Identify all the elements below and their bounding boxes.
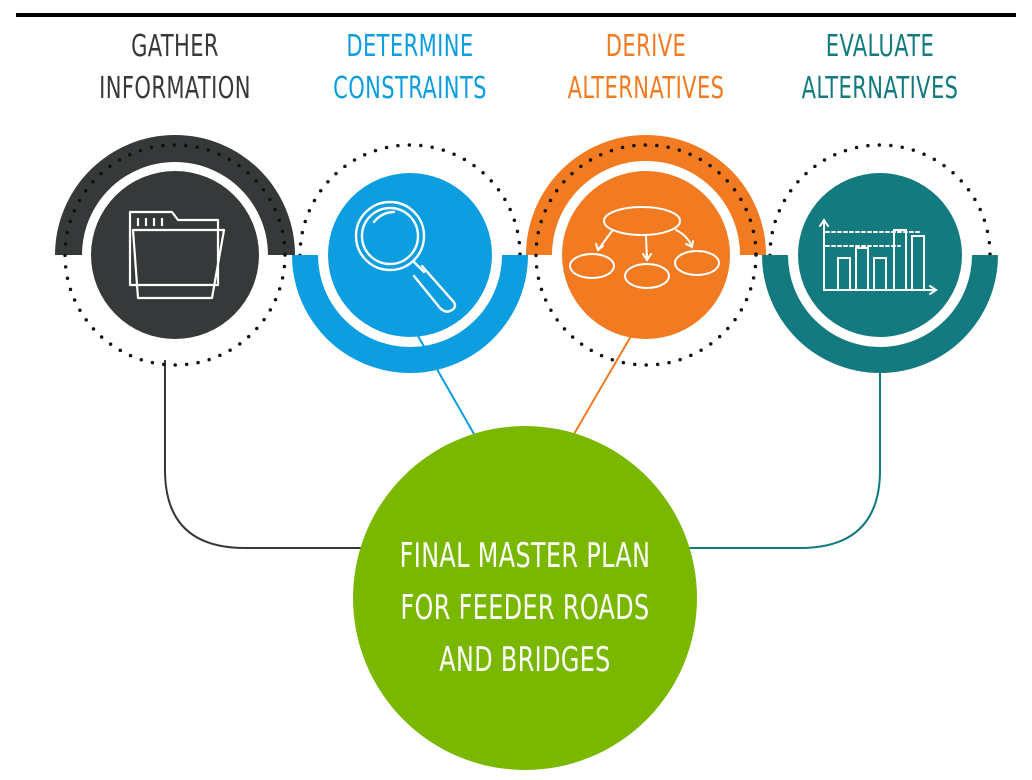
step-title-line1: EVALUATE xyxy=(825,29,935,64)
step-title-line2: INFORMATION xyxy=(99,71,251,106)
step-title-line2: ALTERNATIVES xyxy=(801,71,959,106)
connector-derive xyxy=(573,335,632,435)
derive-dotted-ring xyxy=(534,143,758,367)
final-text: FINAL MASTER PLAN FOR FEEDER ROADS AND B… xyxy=(385,530,666,686)
step-title-evaluate: EVALUATE ALTERNATIVES xyxy=(786,26,973,110)
step-title-line1: GATHER xyxy=(131,29,219,64)
constraints-arc xyxy=(292,255,528,373)
step-title-line2: ALTERNATIVES xyxy=(567,71,725,106)
step-title-line2: CONSTRAINTS xyxy=(333,71,487,106)
gather-dotted-ring xyxy=(63,143,287,367)
step-title-gather: GATHER INFORMATION xyxy=(81,26,268,110)
step-derive xyxy=(526,135,766,367)
gather-disc xyxy=(91,171,259,339)
final-line3: AND BRIDGES xyxy=(439,640,611,680)
connector-evaluate xyxy=(680,360,881,549)
magnifier-icon xyxy=(354,200,457,313)
step-title-derive: DERIVE ALTERNATIVES xyxy=(552,26,739,110)
final-line2: FOR FEEDER ROADS xyxy=(400,588,650,628)
bar-chart-icon xyxy=(819,218,938,295)
step-constraints xyxy=(292,143,528,373)
flowchart-icon xyxy=(569,206,720,289)
folder-icon xyxy=(128,210,226,300)
final-line1: FINAL MASTER PLAN xyxy=(399,536,651,576)
step-evaluate xyxy=(762,143,998,373)
evaluate-arc xyxy=(762,255,998,373)
gather-arc xyxy=(55,135,295,255)
step-title-constraints: DETERMINE CONSTRAINTS xyxy=(316,26,503,110)
final-circle xyxy=(353,426,697,770)
connector-gather xyxy=(164,360,380,549)
step-gather xyxy=(55,135,295,367)
top-rule xyxy=(16,13,1016,17)
step-title-line1: DETERMINE xyxy=(346,29,474,64)
step-title-line1: DERIVE xyxy=(605,29,687,64)
derive-arc xyxy=(526,135,766,255)
evaluate-disc xyxy=(798,173,962,337)
